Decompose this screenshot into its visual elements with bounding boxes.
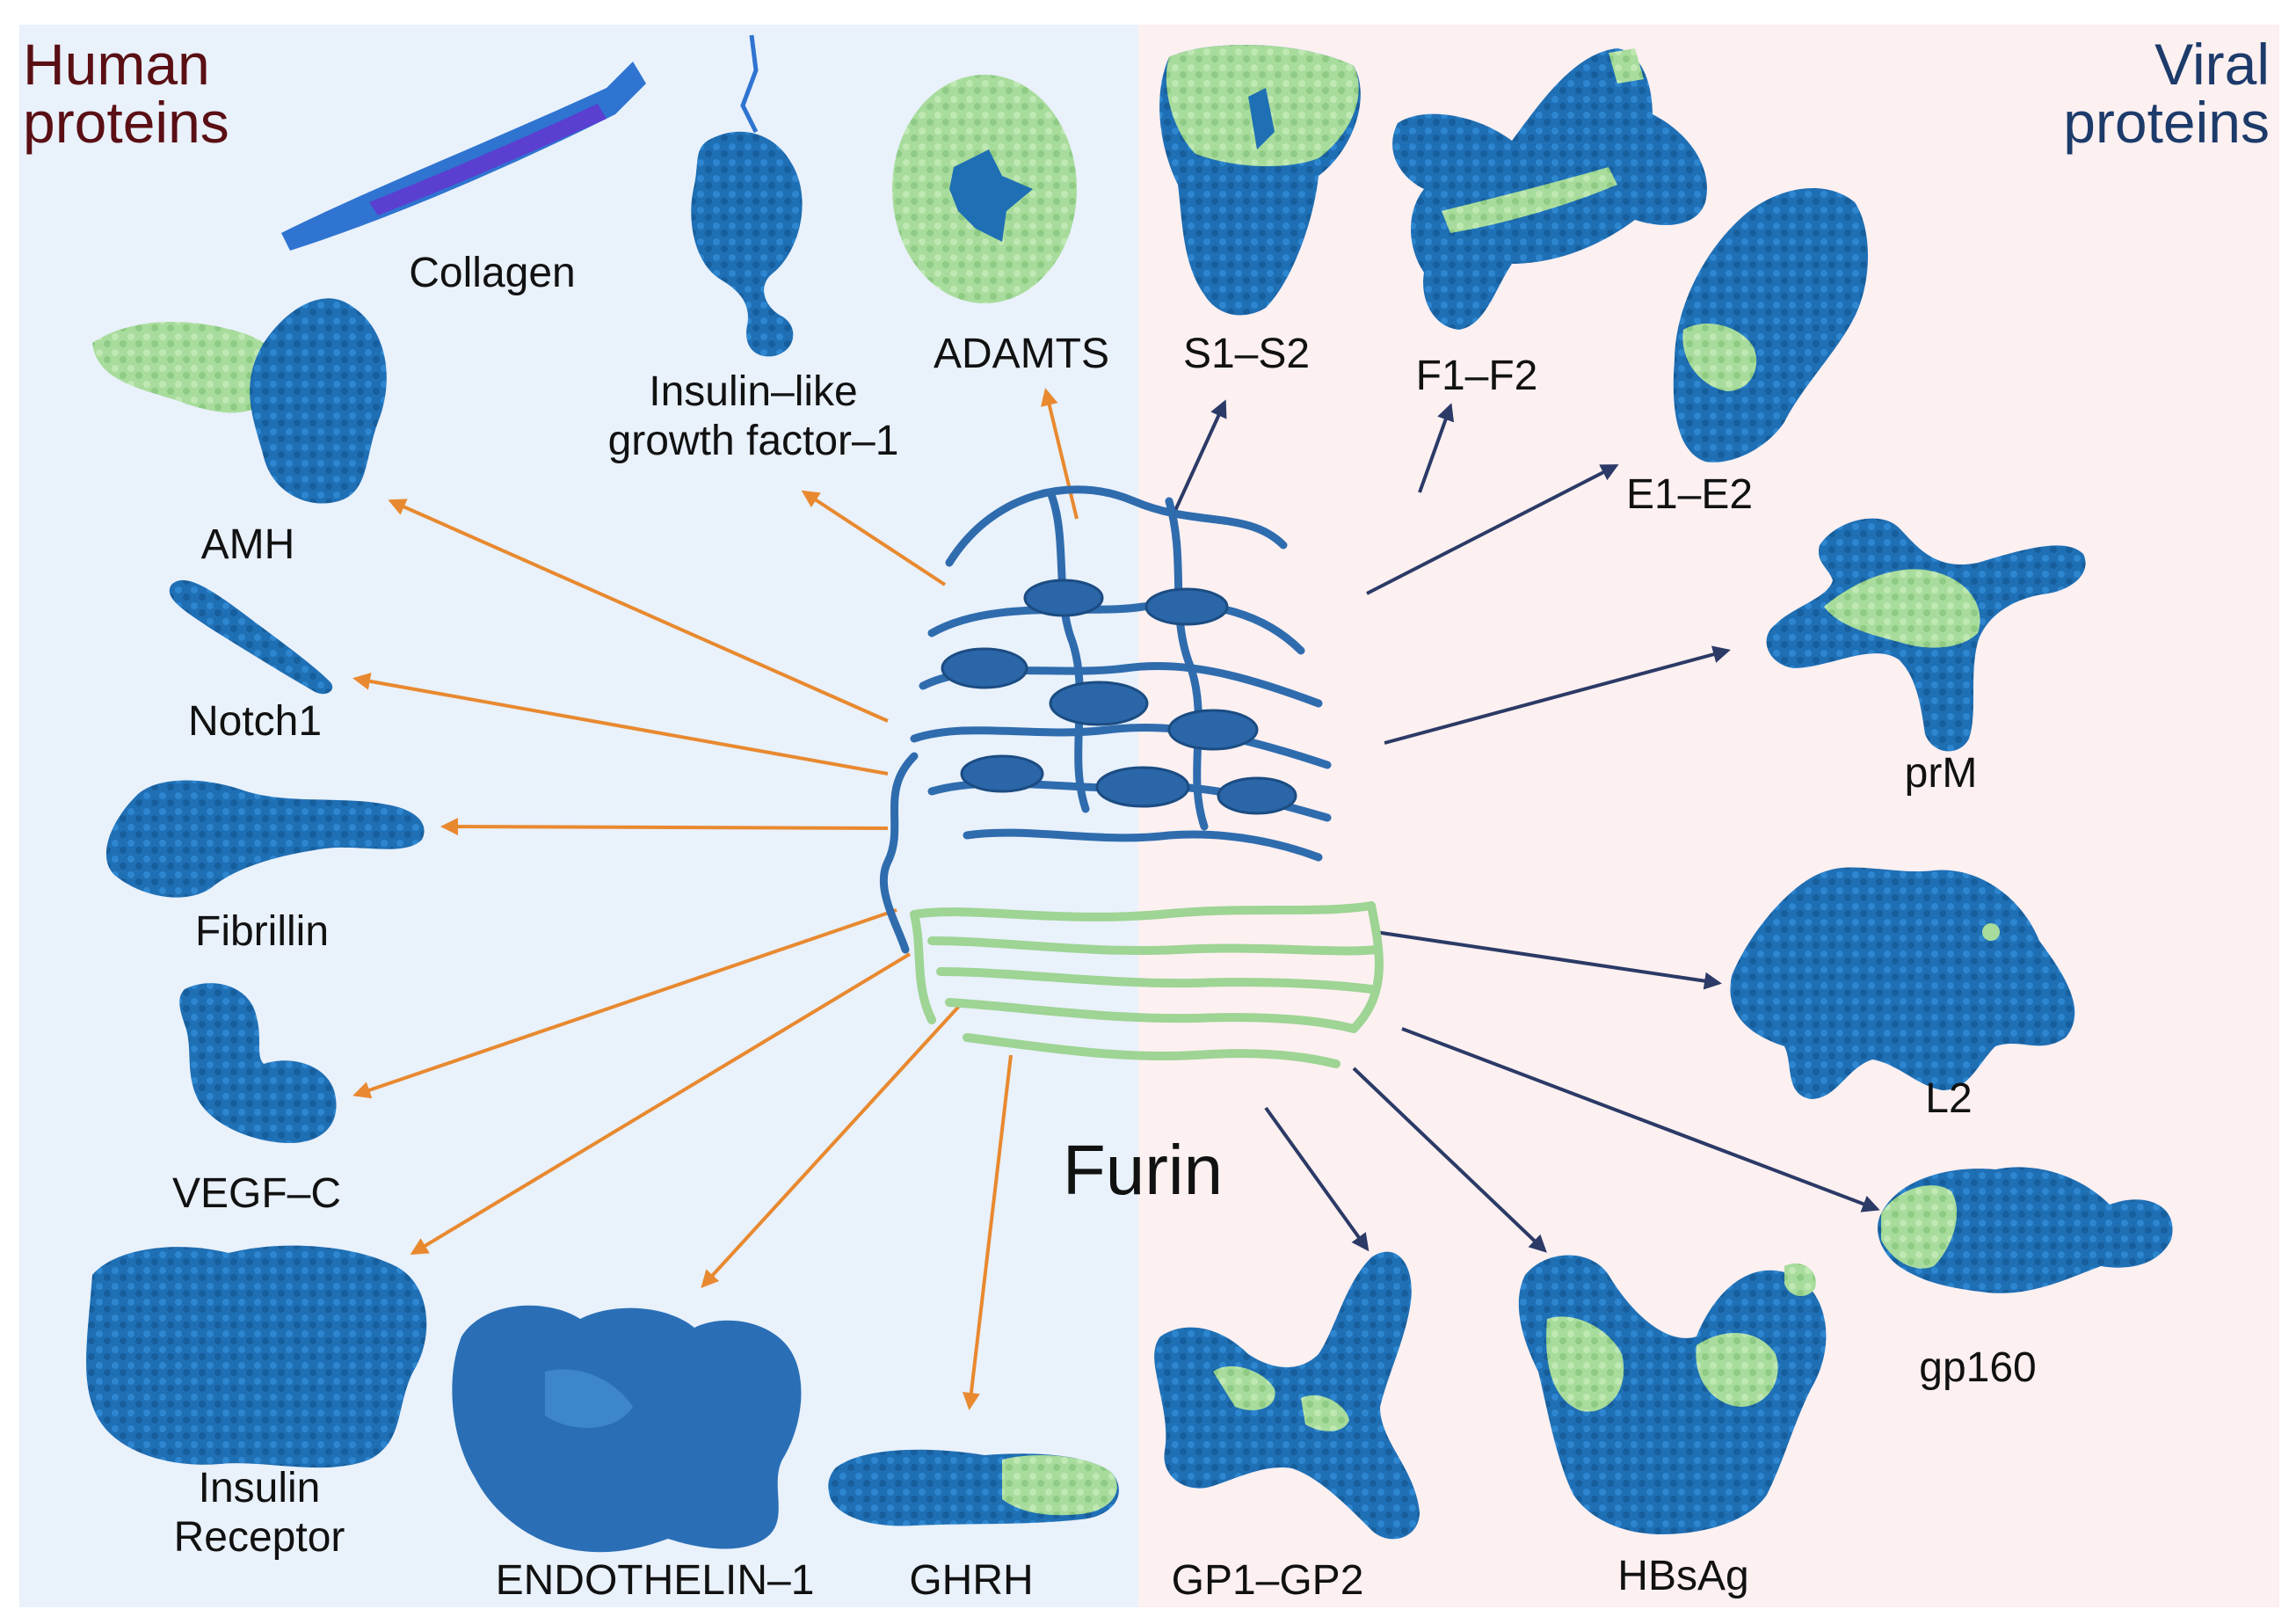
human-heading-line-2: proteins xyxy=(23,90,229,155)
arrow-to-gp160 xyxy=(1401,1027,1880,1213)
label-notch1: Notch1 xyxy=(187,698,323,745)
label-fibrillin: Fibrillin xyxy=(194,908,330,955)
label-ghrh: GHRH xyxy=(909,1557,1034,1604)
gp1gp2-structure xyxy=(1154,1251,1420,1540)
label-insulin-receptor-line-2: Receptor xyxy=(173,1514,345,1561)
furin-p-domain xyxy=(910,901,1384,1068)
viral-protein-structures xyxy=(1154,45,2173,1540)
label-endothelin1: ENDOTHELIN–1 xyxy=(495,1557,815,1604)
label-vegfc: VEGF–C xyxy=(171,1170,342,1217)
s1s2-structure xyxy=(1159,45,1361,316)
arrow-to-prm xyxy=(1384,645,1731,745)
human-protein-structures xyxy=(86,34,1119,1553)
arrow-to-gp1gp2 xyxy=(1264,1106,1370,1252)
arrow-to-insulin-receptor xyxy=(410,952,912,1256)
arrow-to-s1s2 xyxy=(1172,399,1227,515)
label-s1s2: S1–S2 xyxy=(1182,331,1311,377)
insulin-receptor-structure xyxy=(86,1245,427,1468)
label-insulin-receptor-line-1: Insulin xyxy=(198,1465,321,1511)
label-hbsag: HBsAg xyxy=(1617,1553,1749,1599)
arrow-to-igf1 xyxy=(801,490,947,586)
label-e1e2: E1–E2 xyxy=(1625,471,1754,518)
label-igf1-line-1: Insulin–like xyxy=(649,368,858,415)
furin-helices xyxy=(941,579,1297,815)
gp160-structure xyxy=(1878,1167,2173,1293)
furin-label: Furin xyxy=(1062,1131,1224,1209)
arrow-to-vegfc xyxy=(352,908,897,1099)
label-prm: prM xyxy=(1904,750,1978,797)
label-collagen: Collagen xyxy=(409,250,576,296)
fibrillin-structure xyxy=(105,780,425,898)
viral-heading-line-2: proteins xyxy=(2063,90,2270,155)
label-amh: AMH xyxy=(200,521,295,568)
collagen-structure xyxy=(281,62,646,251)
label-gp1gp2: GP1–GP2 xyxy=(1171,1557,1364,1604)
label-igf1: Insulin–like growth factor–1 xyxy=(608,368,899,466)
arrow-to-ghrh xyxy=(962,1054,1013,1410)
arrow-to-endothelin1 xyxy=(701,1001,964,1288)
hbsag-structure xyxy=(1518,1255,1827,1534)
endothelin1-structure xyxy=(452,1305,802,1553)
label-f1f2: F1–F2 xyxy=(1415,353,1538,399)
f1f2-structure xyxy=(1392,48,1707,330)
arrow-to-amh xyxy=(388,499,889,723)
label-insulin-receptor: Insulin Receptor xyxy=(174,1464,345,1562)
e1e2-structure xyxy=(1673,187,1868,462)
label-l2: L2 xyxy=(1925,1075,1973,1122)
amh-structure xyxy=(92,298,387,504)
notch1-structure xyxy=(169,579,333,695)
arrow-to-f1f2 xyxy=(1418,403,1455,493)
arrow-to-fibrillin xyxy=(440,818,889,836)
viral-proteins-heading: Viral proteins xyxy=(2063,35,2270,151)
vegfc-structure xyxy=(179,983,337,1143)
furin-catalytic-domain xyxy=(879,485,1332,954)
viral-arrows xyxy=(1172,399,1880,1253)
arrow-to-hbsag xyxy=(1352,1067,1547,1253)
label-adamts: ADAMTS xyxy=(933,331,1110,377)
human-arrows xyxy=(352,388,1079,1410)
igf1-structure xyxy=(691,34,803,357)
arrow-to-notch1 xyxy=(352,672,889,776)
prm-structure xyxy=(1766,518,2086,752)
human-heading-line-1: Human xyxy=(23,32,210,97)
arrow-to-l2 xyxy=(1375,930,1722,990)
arrow-to-e1e2 xyxy=(1366,464,1619,595)
label-igf1-line-2: growth factor–1 xyxy=(607,418,899,464)
ghrh-structure xyxy=(828,1449,1119,1526)
l2-structure xyxy=(1730,867,2075,1099)
furin-structure xyxy=(879,485,1384,1068)
human-proteins-heading: Human proteins xyxy=(23,35,229,151)
arrow-to-adamts xyxy=(1041,388,1079,520)
viral-heading-line-1: Viral xyxy=(2154,32,2270,97)
label-gp160: gp160 xyxy=(1919,1344,2037,1391)
adamts-structure xyxy=(892,75,1077,303)
